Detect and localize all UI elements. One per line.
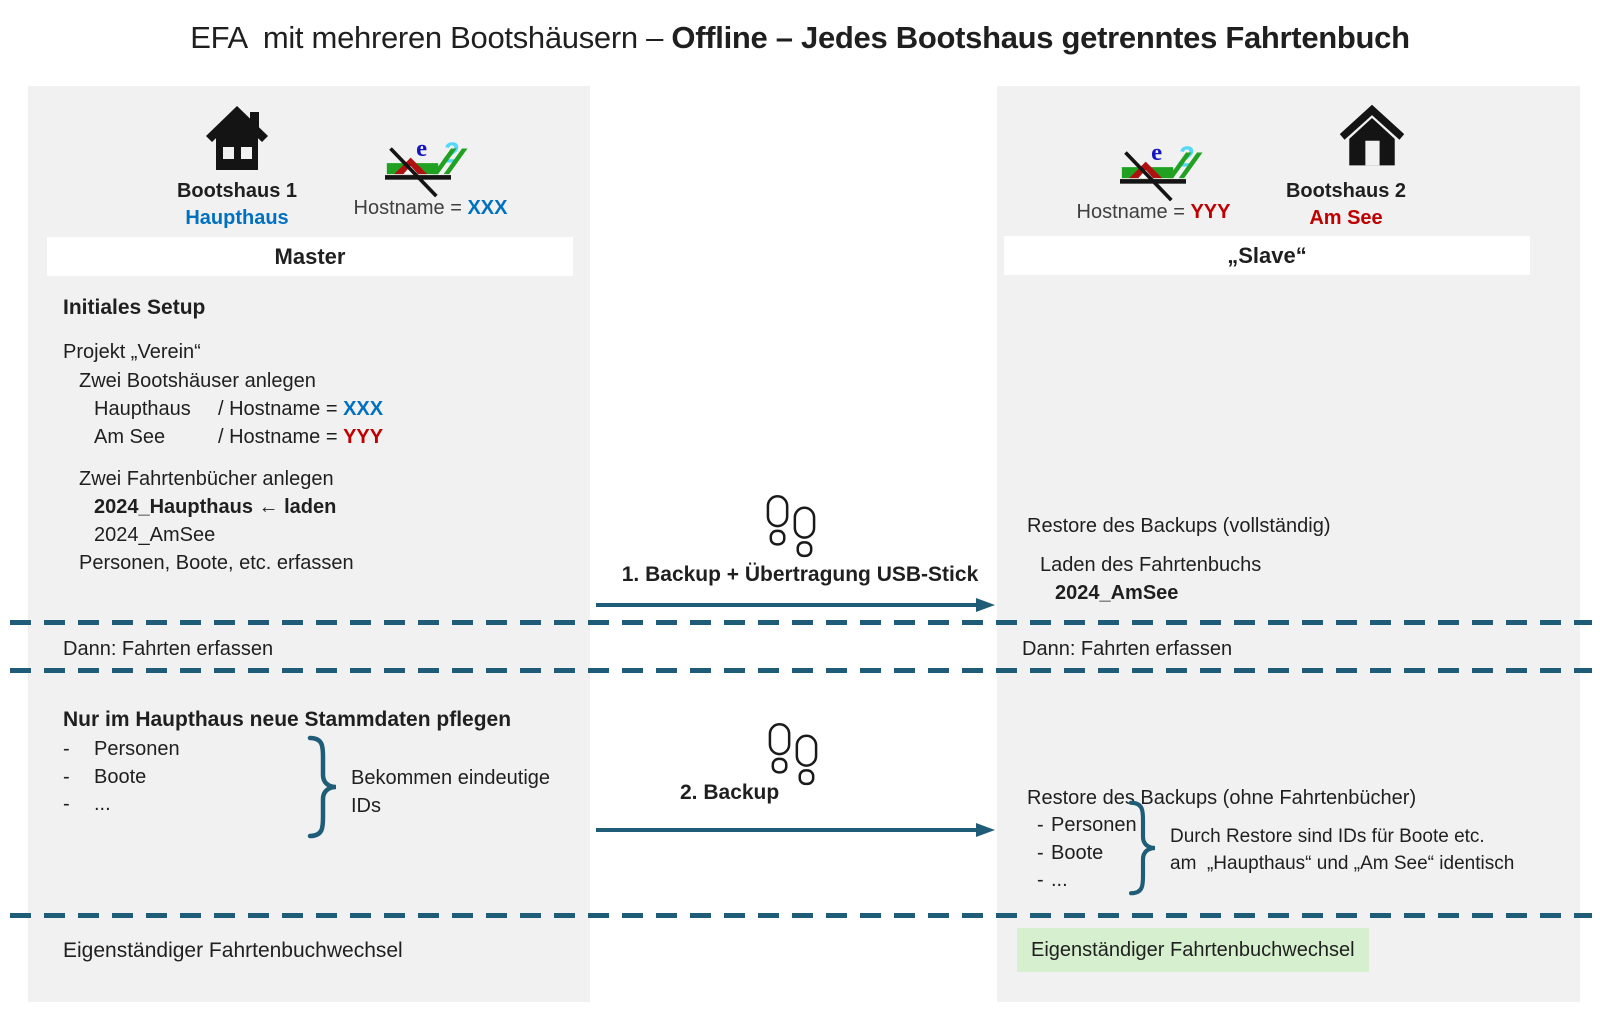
boathouse1-name: Haupthaus — [94, 398, 191, 420]
master-banner: Master — [47, 237, 573, 276]
list-bullet: - — [63, 738, 70, 760]
list-item: -... — [1037, 868, 1068, 893]
brace-icon — [1128, 800, 1158, 896]
svg-text:e: e — [1151, 139, 1162, 166]
efa2-logo-right-icon: e 2 — [1118, 136, 1210, 202]
slide-title-bold: Offline – Jedes Bootshaus getrenntes Fah… — [671, 20, 1410, 55]
logbook-load-line: 2024_Haupthaus ← laden — [94, 496, 337, 518]
slide-title: EFA mit mehreren Bootshäusern – Offline … — [0, 20, 1600, 56]
house2-icon — [1336, 102, 1408, 170]
footprints-icon — [768, 722, 818, 790]
list-item-label: Personen — [94, 738, 180, 760]
boathouse1-line: Haupthaus / Hostname = XXX — [94, 397, 383, 422]
dann-line-left: Dann: Fahrten erfassen — [63, 638, 274, 660]
boathouse2-hostname: YYY — [343, 426, 384, 448]
brace-note-line1: Bekommen eindeutige — [351, 767, 551, 789]
boathouse1-sep: / Hostname = — [218, 398, 344, 420]
list-bullet: - — [1037, 869, 1044, 891]
step1-arrow — [595, 597, 995, 613]
step2-arrow — [595, 822, 995, 838]
list-bullet: - — [63, 766, 70, 788]
list-item-label: ... — [1051, 869, 1068, 891]
hostname-label: Hostname = — [353, 197, 468, 219]
hostname-value: YYY — [1190, 201, 1231, 223]
dashed-divider-2 — [10, 668, 1592, 673]
list-item-label: Boote — [1051, 842, 1104, 864]
hostname-line-left: Hostname = XXX — [348, 196, 513, 221]
boathouse2-line: Am See / Hostname = YYY — [94, 425, 383, 450]
restore-full-line: Restore des Backups (vollständig) — [1027, 515, 1331, 537]
footprints-icon — [766, 494, 816, 562]
list-bullet: - — [63, 793, 70, 815]
step2-label: 2. Backup — [680, 781, 780, 804]
footer-line-left: Eigenständiger Fahrtenbuchwechsel — [63, 939, 403, 962]
dashed-divider-1 — [10, 620, 1592, 625]
svg-text:e: e — [416, 135, 427, 162]
list-bullet: - — [1037, 842, 1044, 864]
efa2-logo-left-icon: e 2 — [383, 132, 475, 198]
brace-note-line1: Durch Restore sind IDs für Boote etc. — [1170, 826, 1485, 847]
hostname-value: XXX — [467, 197, 508, 219]
house1-icon — [203, 102, 271, 178]
logbook2-line: 2024_AmSee — [94, 524, 216, 546]
brace-note-line2: IDs — [351, 795, 381, 817]
slave-banner: „Slave“ — [1004, 236, 1530, 275]
restore-partial-line: Restore des Backups (ohne Fahrtenbücher) — [1027, 787, 1417, 809]
boathouses-line: Zwei Bootshäuser anlegen — [79, 370, 316, 392]
hostname-line-right: Hostname = YYY — [1071, 200, 1236, 225]
boathouse1-hostname: XXX — [343, 398, 384, 420]
brace-note-line2: am „Haupthaus“ und „Am See“ identisch — [1170, 853, 1515, 874]
boathouse2-name: Am See — [94, 426, 166, 448]
slide-title-regular: EFA mit mehreren Bootshäusern – — [190, 20, 672, 55]
brace-icon — [307, 735, 339, 839]
stammdaten-heading: Nur im Haupthaus neue Stammdaten pflegen — [63, 708, 512, 731]
list-item: - Personen — [63, 737, 180, 762]
boathouse2-sep: / Hostname = — [218, 426, 344, 448]
capture-line: Personen, Boote, etc. erfassen — [79, 552, 354, 574]
list-item-label: ... — [94, 793, 111, 815]
step1-label: 1. Backup + Übertragung USB-Stick — [621, 563, 979, 586]
house2-name: Bootshaus 2 — [1285, 180, 1407, 202]
footer-highlight-right: Eigenständiger Fahrtenbuchwechsel — [1017, 928, 1369, 972]
list-item: -Personen — [1037, 813, 1137, 838]
house1-subname: Haupthaus — [185, 207, 289, 229]
house1-name: Bootshaus 1 — [176, 180, 298, 202]
list-bullet: - — [1037, 814, 1044, 836]
logbooks-line: Zwei Fahrtenbücher anlegen — [79, 468, 334, 490]
list-item: -... — [63, 792, 111, 817]
project-line: Projekt „Verein“ — [63, 341, 201, 363]
dashed-divider-3 — [10, 913, 1592, 918]
logbook-name-line: 2024_AmSee — [1055, 582, 1179, 604]
list-item: - Boote — [63, 765, 146, 790]
list-item-label: Boote — [94, 766, 147, 788]
hostname-label: Hostname = — [1076, 201, 1191, 223]
setup-heading: Initiales Setup — [63, 296, 206, 319]
house2-subname: Am See — [1309, 207, 1383, 229]
list-item-label: Personen — [1051, 814, 1137, 836]
dann-line-right: Dann: Fahrten erfassen — [1022, 638, 1233, 660]
list-item: -Boote — [1037, 841, 1103, 866]
load-logbook-line: Laden des Fahrtenbuchs — [1040, 554, 1262, 576]
